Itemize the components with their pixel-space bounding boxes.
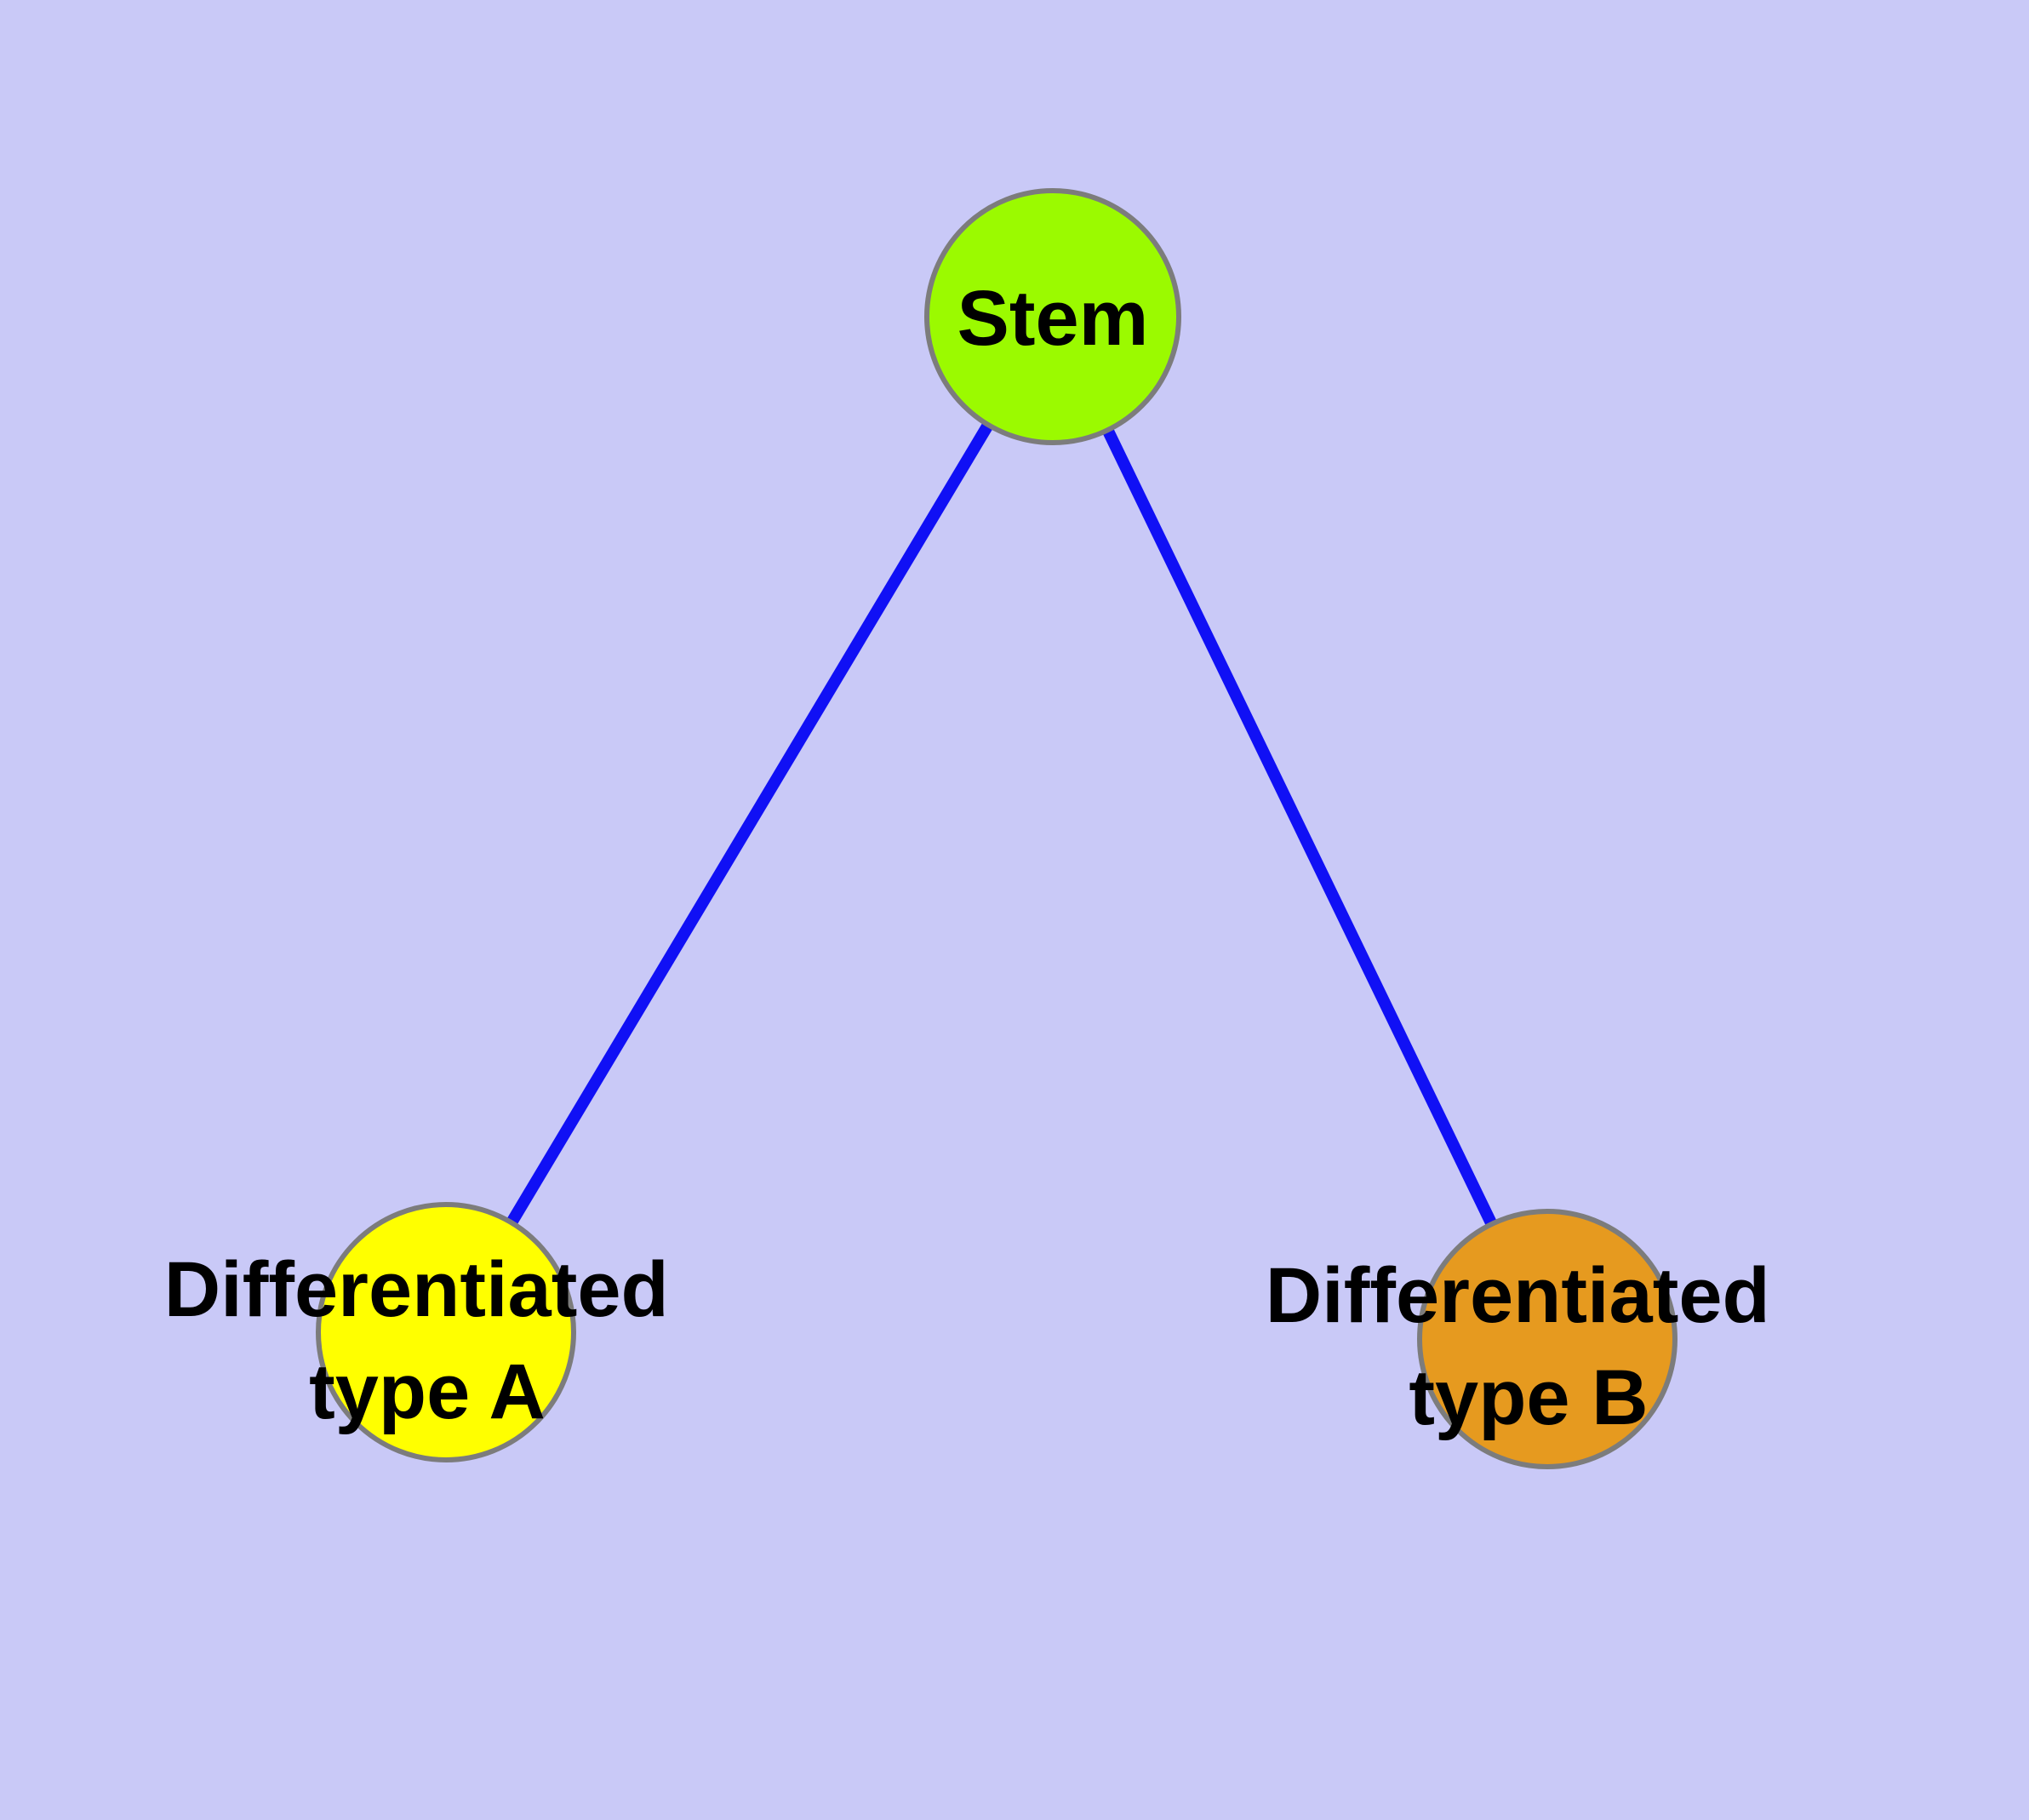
node-type-a-label-line2: type A xyxy=(309,1348,546,1435)
node-stem xyxy=(924,188,1181,445)
node-type-a-label-line1: Differentiated xyxy=(164,1246,669,1333)
edge-stem-to-type-b xyxy=(1047,313,1553,1342)
node-type-b-label-line1: Differentiated xyxy=(1266,1252,1770,1339)
node-differentiated-type-b xyxy=(1417,1209,1677,1469)
node-type-b-label: Differentiated type B xyxy=(1266,1252,1792,1441)
edge-stem-to-type-a xyxy=(440,313,1059,1336)
node-type-a-label: Differentiated type A xyxy=(164,1246,691,1435)
node-type-b-label-line2: type B xyxy=(1409,1354,1648,1441)
node-stem-label: Stem xyxy=(957,275,1149,362)
node-differentiated-type-a xyxy=(316,1202,576,1462)
